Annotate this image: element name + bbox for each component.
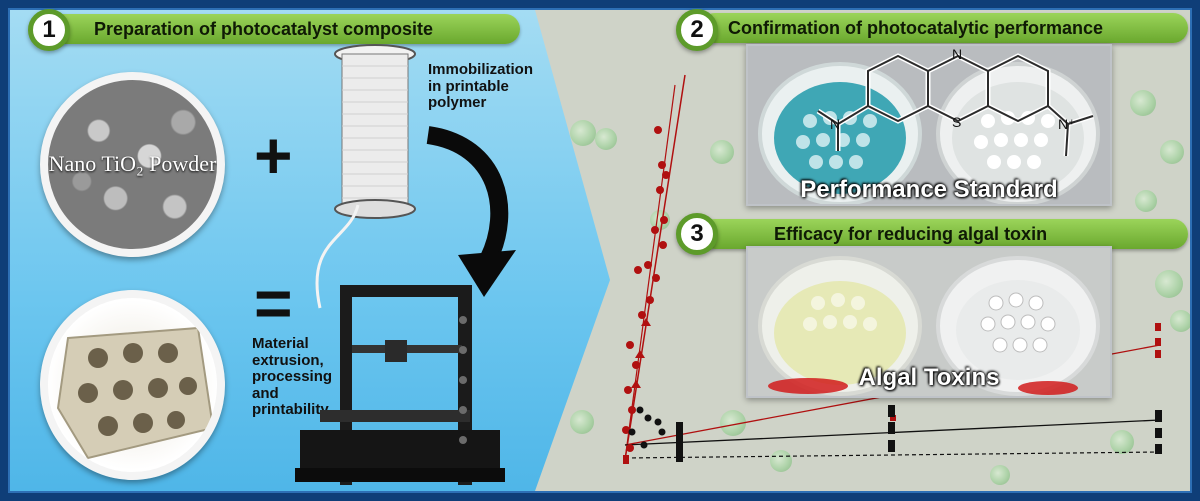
filament-spool-image xyxy=(334,44,416,219)
step2-number: 2 xyxy=(690,16,704,43)
algae-cell xyxy=(595,128,617,150)
printed-lattice-image xyxy=(40,290,225,480)
curved-arrow-icon xyxy=(426,126,516,297)
algal-toxins-photo: Algal Toxins xyxy=(746,246,1112,398)
step1-number: 1 xyxy=(42,16,56,43)
molecule-n-right: N⁺ xyxy=(1058,116,1076,132)
tio2-powder-image: Nano TiO₂ Powder xyxy=(40,72,225,257)
step2-title: Confirmation of photocatalytic performan… xyxy=(728,17,1104,38)
algal-dishes xyxy=(758,256,1100,396)
plus-symbol: + xyxy=(254,118,293,192)
filament-strand xyxy=(315,204,360,309)
lattice-structure-icon xyxy=(56,326,215,460)
step3-number: 3 xyxy=(690,220,704,247)
step3-title-pill: Efficacy for reducing algal toxin xyxy=(700,219,1188,249)
algal-caption: Algal Toxins xyxy=(858,364,1000,391)
black-dashed-line xyxy=(624,451,1161,459)
algae-cell xyxy=(770,450,792,472)
molecule-n-top: N xyxy=(952,46,963,62)
algae-cell xyxy=(710,140,734,164)
algae-cell xyxy=(1130,90,1156,116)
step3-number-badge: 3 xyxy=(676,213,718,255)
step2-title-pill: Confirmation of photocatalytic performan… xyxy=(700,13,1188,43)
algae-cell xyxy=(1135,190,1157,212)
algae-cell xyxy=(1170,310,1190,332)
algae-cell xyxy=(1160,140,1184,164)
black-markers xyxy=(628,405,1162,462)
step3-title: Efficacy for reducing algal toxin xyxy=(774,223,1048,244)
performance-caption: Performance Standard xyxy=(800,176,1058,203)
step1-number-badge: 1 xyxy=(28,9,70,51)
performance-standard-photo: N S N N⁺ Performance Standard xyxy=(746,44,1112,206)
material-label: Material extrusion, processing and print… xyxy=(252,335,333,418)
powder-label: Nano TiO₂ Powder xyxy=(48,151,217,177)
step2-number-badge: 2 xyxy=(676,9,718,51)
algae-cell xyxy=(990,465,1010,485)
3d-printer-image xyxy=(295,285,505,485)
immobilization-label: Immobilization in printable polymer xyxy=(428,61,533,111)
red-trend-line-steep-2 xyxy=(624,84,676,461)
algae-cell xyxy=(1110,430,1134,454)
step1-title-pill: Preparation of photocatalyst composite xyxy=(42,14,520,44)
algae-cell xyxy=(570,120,596,146)
equals-symbol: = xyxy=(254,266,293,340)
red-trend-line-steep xyxy=(624,74,686,461)
molecule-n-left: N xyxy=(830,116,841,132)
step1-title: Preparation of photocatalyst composite xyxy=(94,18,434,39)
molecule-s-bottom: S xyxy=(952,114,962,130)
methylene-blue-structure xyxy=(816,53,1094,157)
algae-cell xyxy=(1155,270,1183,298)
red-markers xyxy=(622,126,1161,464)
algae-cell xyxy=(570,410,594,434)
